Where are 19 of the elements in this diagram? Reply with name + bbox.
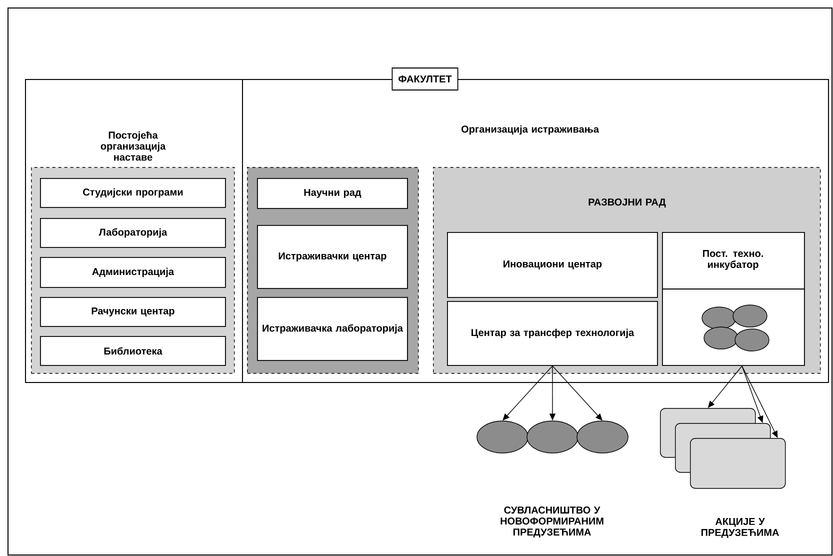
unit-box: Лабораторија bbox=[40, 218, 226, 248]
share-card bbox=[690, 438, 786, 489]
unit-box: Администрација bbox=[40, 257, 226, 288]
unit-box: Иновациони центар bbox=[447, 232, 658, 298]
unit-box: Центар за трансфер технологија bbox=[447, 301, 658, 366]
arrow bbox=[742, 366, 778, 438]
unit-box: Истраживачки центар bbox=[257, 225, 408, 289]
unit-box: Библиотека bbox=[40, 336, 226, 366]
caption: АКЦИЈЕ У ПРЕДУЗЕЋИМА bbox=[701, 518, 779, 538]
company-ellipse bbox=[576, 420, 628, 454]
unit-box: Студијски програми bbox=[40, 178, 226, 208]
company-ellipse bbox=[476, 420, 528, 454]
unit-box: Истраживачка лабораторија bbox=[257, 297, 408, 361]
unit-box: Научни рад bbox=[257, 178, 408, 209]
ellipses-drawing bbox=[702, 304, 770, 352]
node-label: Постојећа организација наставе bbox=[100, 131, 166, 161]
unit-box: Рачунски центар bbox=[40, 297, 226, 327]
company-ellipse bbox=[526, 420, 578, 454]
caption: СУВЛАСНИШТВО У НОВОФОРМИРАНИМ ПРЕДУЗЕЋИМА bbox=[500, 506, 604, 538]
